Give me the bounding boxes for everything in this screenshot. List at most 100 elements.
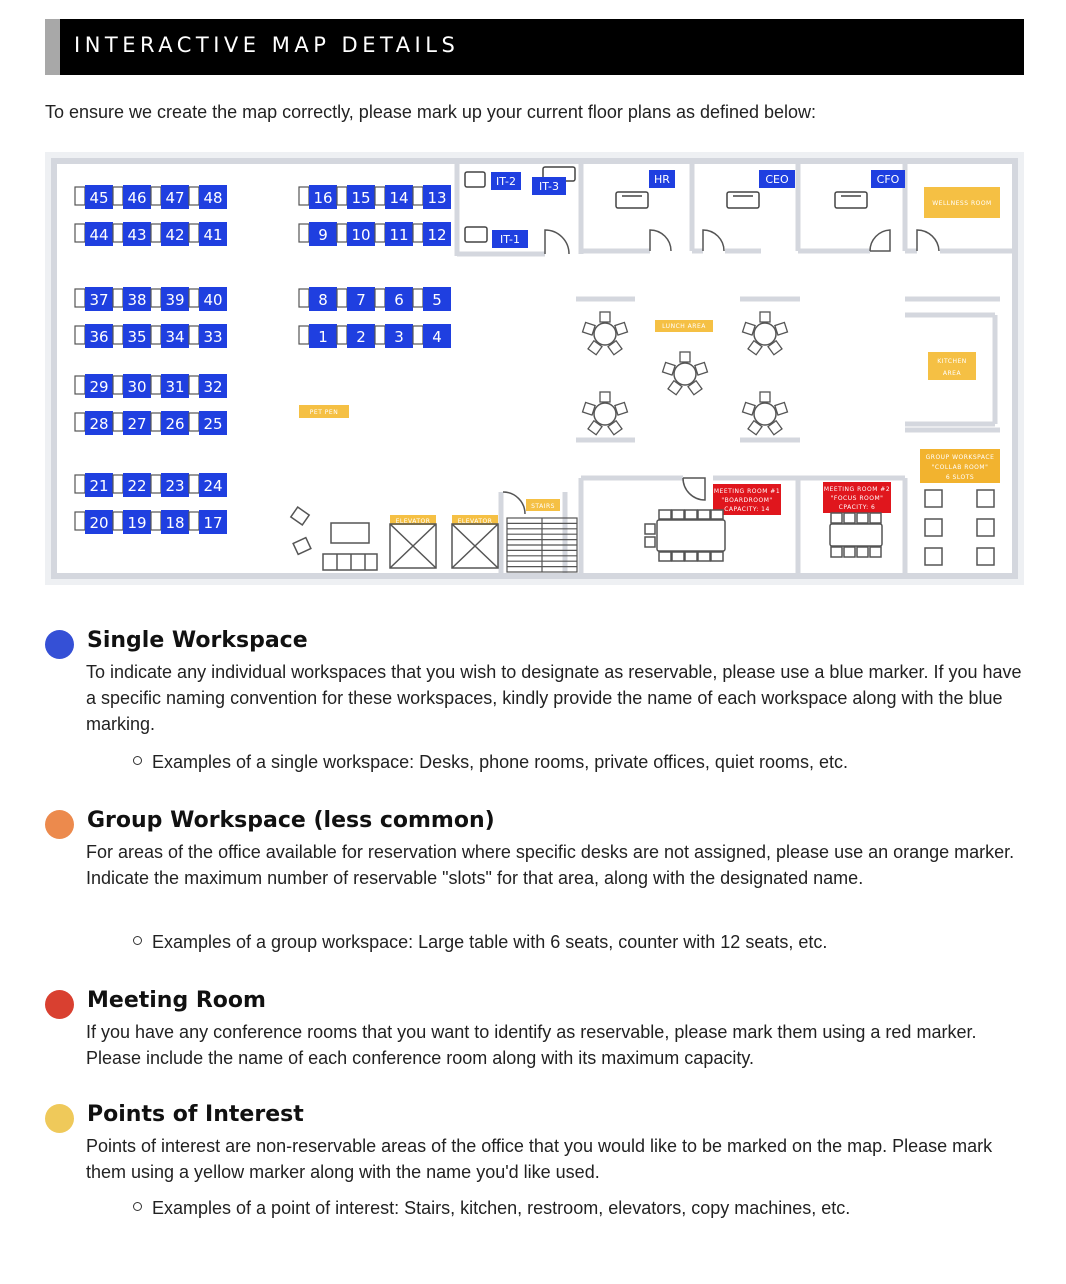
desk-number: 5: [432, 291, 442, 309]
meeting-room-1-label: MEETING ROOM #1 "BOARDROOM" CAPACITY: 14: [713, 484, 781, 515]
desk-number: 17: [203, 514, 222, 532]
desk-number: 44: [89, 226, 108, 244]
desk-marker: [161, 510, 189, 534]
desk-marker: [123, 473, 151, 497]
desk-chair: [150, 325, 162, 345]
desk-number: 24: [203, 477, 222, 495]
section-body: To indicate any individual workspaces th…: [86, 662, 1022, 734]
desk-number: 34: [165, 328, 184, 346]
desk-marker: [309, 287, 337, 311]
desk-marker: [347, 287, 375, 311]
desk-chair: [112, 474, 124, 494]
svg-text:"FOCUS ROOM": "FOCUS ROOM": [831, 495, 884, 502]
hr-office-label: HR: [654, 173, 670, 186]
section-body: If you have any conference rooms that yo…: [86, 1022, 977, 1068]
orange-marker-dot: [45, 810, 74, 839]
office-chairs: [464, 166, 868, 243]
desk-number: 3: [394, 328, 404, 346]
desk-number: 28: [89, 415, 108, 433]
interior-walls: [454, 164, 1015, 576]
lunch-tables: [581, 311, 789, 436]
points-of-interest: WELLNESS ROOM LUNCH AREA KITCHEN AREA PE…: [299, 187, 1000, 525]
desk-number: 8: [318, 291, 328, 309]
desk-marker: [347, 222, 375, 246]
desk-chair: [188, 186, 200, 206]
round-table: [741, 391, 789, 436]
desk-number: 12: [427, 226, 446, 244]
pet-pen-label: PET PEN: [310, 409, 338, 416]
desk-marker: [85, 185, 113, 209]
wellness-room-label: WELLNESS ROOM: [932, 200, 992, 207]
desk-marker: [309, 222, 337, 246]
desk-number: 14: [389, 189, 408, 207]
desk-chair: [374, 325, 386, 345]
office-labels: IT-2 IT-3 IT-1 HR CEO CFO: [491, 170, 905, 248]
it-2-label: IT-2: [496, 175, 516, 188]
lunch-area-label: LUNCH AREA: [662, 323, 706, 330]
elevators: [389, 523, 499, 569]
lobby-furniture: [289, 506, 378, 571]
desk-chair: [74, 412, 86, 432]
desk-marker: [161, 185, 189, 209]
focus-room-table: [829, 512, 883, 558]
desk-marker: [161, 287, 189, 311]
desk-number: 15: [351, 189, 370, 207]
desk-chair: [336, 288, 348, 308]
it-3-label: IT-3: [539, 180, 559, 193]
desk-marker: [199, 222, 227, 246]
desk-chair: [374, 288, 386, 308]
meeting-room-2-label: MEETING ROOM #2 "FOCUS ROOM" CPACITY: 6: [823, 482, 891, 513]
svg-text:MEETING ROOM #1: MEETING ROOM #1: [714, 488, 780, 495]
desk-number: 7: [356, 291, 366, 309]
collab-room-seats: [924, 489, 995, 566]
desk-number: 33: [203, 328, 222, 346]
desk-marker: [85, 411, 113, 435]
desk-number: 38: [127, 291, 146, 309]
desk-number: 31: [165, 378, 184, 396]
desk-number: 2: [356, 328, 366, 346]
desk-chair: [74, 474, 86, 494]
svg-text:"COLLAB ROOM": "COLLAB ROOM": [932, 464, 989, 471]
desk-chair: [74, 223, 86, 243]
header-accent-bar: [45, 19, 60, 75]
desk-chair: [412, 186, 424, 206]
desk-chair: [412, 288, 424, 308]
desk-chair: [412, 223, 424, 243]
desk-chair: [298, 325, 310, 345]
desk-number: 43: [127, 226, 146, 244]
desk-marker: [199, 411, 227, 435]
desk-chair: [188, 375, 200, 395]
desk-chair: [112, 412, 124, 432]
section-body: Points of interest are non-reservable ar…: [86, 1136, 993, 1182]
desk-marker: [85, 510, 113, 534]
red-marker-dot: [45, 990, 74, 1019]
desk-chair: [412, 325, 424, 345]
svg-text:MEETING ROOM #2: MEETING ROOM #2: [824, 486, 890, 493]
desk-marker: [161, 374, 189, 398]
desk-chair: [188, 412, 200, 432]
desk-marker: [161, 324, 189, 348]
desk-chair: [150, 375, 162, 395]
desk-chair: [150, 288, 162, 308]
desk-number: 32: [203, 378, 222, 396]
example-item: Examples of a single workspace: Desks, p…: [133, 752, 848, 773]
desk-number: 10: [351, 226, 370, 244]
page-title: INTERACTIVE MAP DETAILS: [74, 33, 460, 57]
desk-chair: [74, 511, 86, 531]
section-body: For areas of the office available for re…: [86, 842, 1015, 888]
desk-number: 9: [318, 226, 328, 244]
desk-marker: [161, 473, 189, 497]
example-item: Examples of a group workspace: Large tab…: [133, 932, 827, 953]
desk-number: 45: [89, 189, 108, 207]
desk-number: 27: [127, 415, 146, 433]
desk-chair: [188, 223, 200, 243]
svg-text:6 SLOTS: 6 SLOTS: [946, 474, 974, 481]
desk-marker: [85, 374, 113, 398]
desk-chair: [188, 288, 200, 308]
desk-chair: [336, 186, 348, 206]
desk-chair: [298, 186, 310, 206]
desk-marker: [123, 185, 151, 209]
desk-marker: [199, 510, 227, 534]
desk-marker: [385, 222, 413, 246]
desk-marker: [85, 222, 113, 246]
